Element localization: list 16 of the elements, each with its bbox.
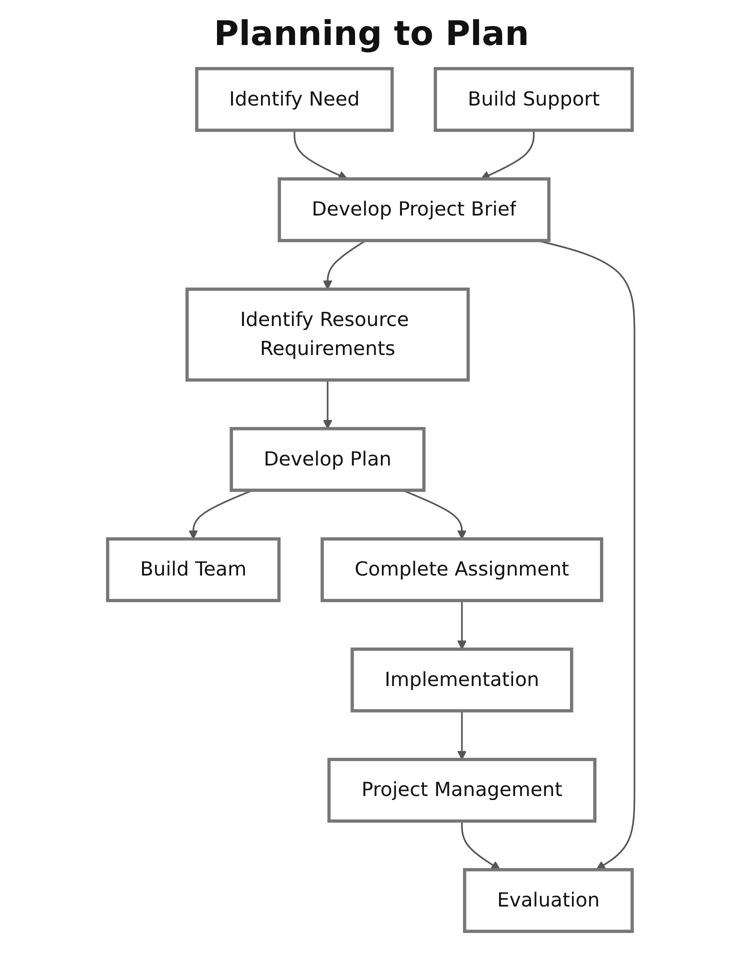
node-box bbox=[434, 67, 634, 132]
arrow bbox=[462, 821, 501, 870]
arrow bbox=[458, 710, 468, 760]
node-box bbox=[351, 648, 574, 712]
node-box bbox=[106, 537, 282, 602]
arrow bbox=[458, 600, 468, 650]
node-box bbox=[230, 427, 426, 492]
node-box bbox=[278, 177, 551, 242]
node-box bbox=[196, 67, 394, 132]
arrow bbox=[323, 380, 333, 430]
diagram-title: Planning to Plan bbox=[212, 14, 530, 54]
flowchart: Identify Need Build Support Develop Project Brief Identify Resource Requirements Develop Plan Build Team Complete Assignment Implementation Project Management Evaluation bbox=[99, 60, 644, 940]
node-box bbox=[328, 758, 597, 823]
node-box bbox=[463, 868, 634, 933]
node-box bbox=[186, 288, 470, 382]
node-box bbox=[321, 537, 604, 602]
